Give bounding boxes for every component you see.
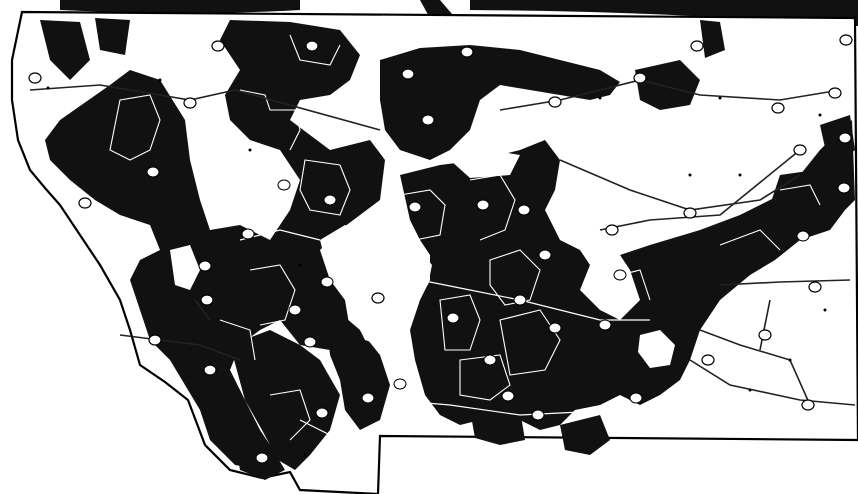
route-shield bbox=[828, 87, 842, 99]
route-shield bbox=[548, 96, 562, 108]
route-shield bbox=[501, 390, 515, 402]
route-shield bbox=[460, 46, 474, 58]
route-shield bbox=[203, 364, 217, 376]
route-shield bbox=[801, 399, 815, 411]
route-shield bbox=[796, 230, 810, 242]
route-shield bbox=[548, 322, 562, 334]
route-shield bbox=[277, 179, 291, 191]
route-shield bbox=[683, 207, 697, 219]
route-shield bbox=[288, 304, 302, 316]
white-holes bbox=[170, 115, 675, 368]
route-shields bbox=[28, 34, 853, 464]
route-shield bbox=[408, 201, 422, 213]
route-shield bbox=[303, 336, 317, 348]
route-shield bbox=[613, 269, 627, 281]
route-shield bbox=[148, 334, 162, 346]
route-shield bbox=[633, 72, 647, 84]
route-shield bbox=[538, 249, 552, 261]
route-shield bbox=[421, 114, 435, 126]
route-shield bbox=[241, 228, 255, 240]
route-shield bbox=[255, 452, 269, 464]
route-shield bbox=[183, 97, 197, 109]
route-shield bbox=[605, 224, 619, 236]
town-dots bbox=[46, 78, 827, 457]
route-shield bbox=[476, 199, 490, 211]
route-shield bbox=[200, 294, 214, 306]
route-shield bbox=[78, 197, 92, 209]
route-shield bbox=[305, 40, 319, 52]
route-shield bbox=[629, 392, 643, 404]
route-shield bbox=[198, 260, 212, 272]
route-shield bbox=[701, 354, 715, 366]
route-shield bbox=[146, 166, 160, 178]
route-shield bbox=[393, 378, 407, 390]
route-shield bbox=[839, 34, 853, 46]
route-shield bbox=[793, 144, 807, 156]
route-shield bbox=[315, 407, 329, 419]
route-shield bbox=[323, 194, 337, 206]
route-shield bbox=[401, 68, 415, 80]
route-shield bbox=[483, 354, 497, 366]
route-shield bbox=[517, 204, 531, 216]
route-shield bbox=[211, 40, 225, 52]
route-shield bbox=[808, 281, 822, 293]
route-shield bbox=[771, 102, 785, 114]
route-shield bbox=[371, 292, 385, 304]
route-shield bbox=[320, 276, 334, 288]
route-shield bbox=[513, 294, 527, 306]
route-shield bbox=[598, 319, 612, 331]
route-shield bbox=[690, 40, 704, 52]
route-shield bbox=[361, 392, 375, 404]
route-shield bbox=[837, 182, 851, 194]
route-shield bbox=[838, 132, 852, 144]
route-shield bbox=[531, 409, 545, 421]
route-shield bbox=[446, 312, 460, 324]
route-shield bbox=[758, 329, 772, 341]
route-shield bbox=[28, 72, 42, 84]
